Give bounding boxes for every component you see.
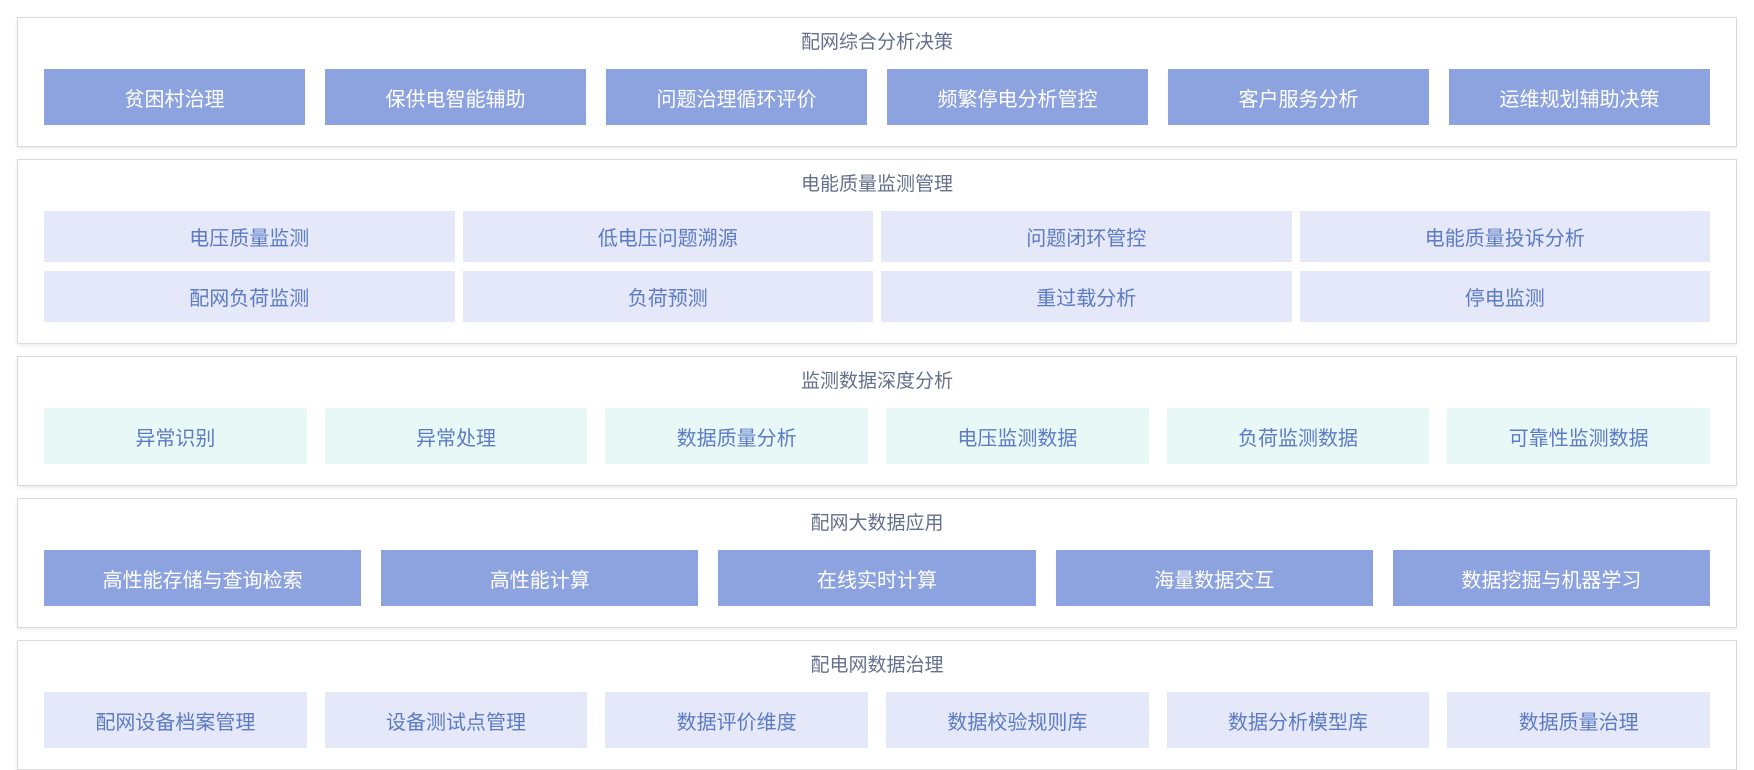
button-row: 高性能存储与查询检索高性能计算在线实时计算海量数据交互数据挖掘与机器学习 bbox=[44, 550, 1711, 606]
module-button[interactable]: 数据质量治理 bbox=[1447, 692, 1711, 748]
module-button[interactable]: 海量数据交互 bbox=[1055, 550, 1373, 606]
module-button[interactable]: 负荷预测 bbox=[462, 271, 873, 322]
button-row: 异常识别异常处理数据质量分析电压监测数据负荷监测数据可靠性监测数据 bbox=[44, 408, 1711, 464]
section-title: 配网大数据应用 bbox=[810, 513, 944, 534]
section-title: 监测数据深度分析 bbox=[800, 371, 953, 392]
section-title: 配电网数据治理 bbox=[810, 655, 944, 676]
module-button[interactable]: 运维规划辅助决策 bbox=[1449, 69, 1710, 125]
module-button[interactable]: 配网负荷监测 bbox=[44, 271, 455, 322]
module-button[interactable]: 配网设备档案管理 bbox=[44, 692, 307, 748]
section-card-monitoring-data-deep-analysis: 监测数据深度分析异常识别异常处理数据质量分析电压监测数据负荷监测数据可靠性监测数… bbox=[17, 356, 1737, 486]
section-title: 电能质量监测管理 bbox=[800, 174, 953, 195]
module-button[interactable]: 低电压问题溯源 bbox=[462, 211, 873, 262]
button-row: 配网负荷监测负荷预测重过载分析停电监测 bbox=[44, 271, 1710, 322]
module-button[interactable]: 客户服务分析 bbox=[1168, 69, 1429, 125]
module-button[interactable]: 停电监测 bbox=[1299, 271, 1710, 322]
module-button[interactable]: 重过载分析 bbox=[881, 271, 1292, 322]
module-button[interactable]: 可靠性监测数据 bbox=[1447, 408, 1711, 464]
button-row: 配网设备档案管理设备测试点管理数据评价维度数据校验规则库数据分析模型库数据质量治… bbox=[44, 692, 1711, 748]
section-card-big-data-application: 配网大数据应用高性能存储与查询检索高性能计算在线实时计算海量数据交互数据挖掘与机… bbox=[17, 498, 1737, 628]
module-button[interactable]: 异常识别 bbox=[44, 408, 307, 464]
module-button[interactable]: 数据质量分析 bbox=[605, 408, 869, 464]
section-card-power-quality-monitoring: 电能质量监测管理电压质量监测低电压问题溯源问题闭环管控电能质量投诉分析配网负荷监… bbox=[17, 159, 1737, 344]
button-row: 贫困村治理保供电智能辅助问题治理循环评价频繁停电分析管控客户服务分析运维规划辅助… bbox=[44, 69, 1710, 125]
module-button[interactable]: 在线实时计算 bbox=[718, 550, 1036, 606]
section-title: 配网综合分析决策 bbox=[800, 32, 953, 53]
module-button[interactable]: 数据分析模型库 bbox=[1166, 692, 1430, 748]
module-button[interactable]: 电压质量监测 bbox=[44, 211, 455, 262]
module-button[interactable]: 异常处理 bbox=[324, 408, 588, 464]
module-button[interactable]: 保供电智能辅助 bbox=[325, 69, 586, 125]
module-button[interactable]: 电压监测数据 bbox=[886, 408, 1149, 464]
section-card-comprehensive-analysis-decision: 配网综合分析决策贫困村治理保供电智能辅助问题治理循环评价频繁停电分析管控客户服务… bbox=[17, 17, 1737, 147]
section-card-data-governance: 配电网数据治理配网设备档案管理设备测试点管理数据评价维度数据校验规则库数据分析模… bbox=[17, 640, 1737, 770]
module-button[interactable]: 负荷监测数据 bbox=[1166, 408, 1430, 464]
module-button[interactable]: 问题治理循环评价 bbox=[606, 69, 867, 125]
module-button[interactable]: 贫困村治理 bbox=[44, 69, 305, 125]
module-button[interactable]: 电能质量投诉分析 bbox=[1299, 211, 1710, 262]
module-button[interactable]: 设备测试点管理 bbox=[324, 692, 588, 748]
module-button[interactable]: 频繁停电分析管控 bbox=[887, 69, 1148, 125]
module-button[interactable]: 数据评价维度 bbox=[605, 692, 869, 748]
module-button[interactable]: 问题闭环管控 bbox=[881, 211, 1292, 262]
module-button[interactable]: 高性能存储与查询检索 bbox=[44, 550, 362, 606]
module-overview-page: 配网综合分析决策贫困村治理保供电智能辅助问题治理循环评价频繁停电分析管控客户服务… bbox=[17, 17, 1737, 770]
module-button[interactable]: 高性能计算 bbox=[381, 550, 699, 606]
module-button[interactable]: 数据校验规则库 bbox=[886, 692, 1149, 748]
button-row: 电压质量监测低电压问题溯源问题闭环管控电能质量投诉分析 bbox=[44, 211, 1710, 262]
module-button[interactable]: 数据挖掘与机器学习 bbox=[1392, 550, 1711, 606]
